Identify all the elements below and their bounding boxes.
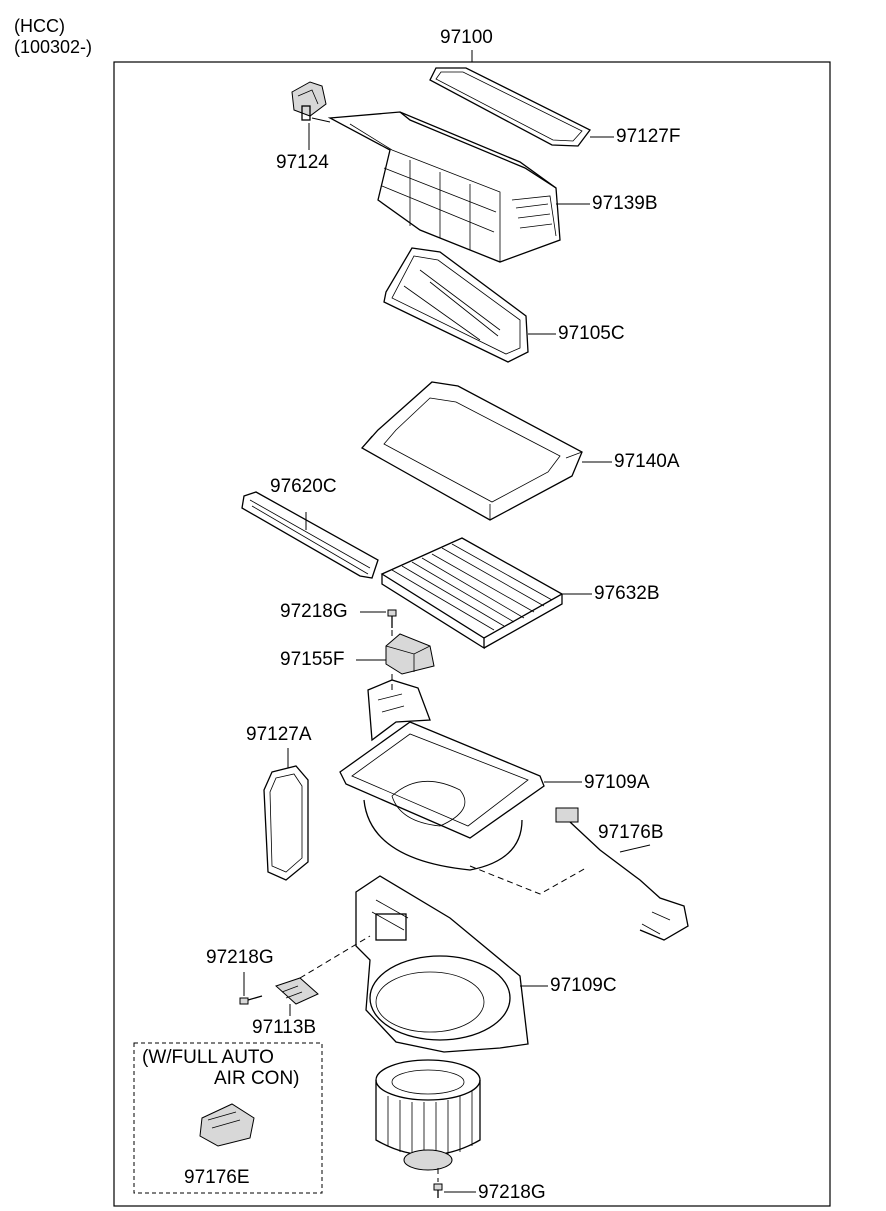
filter-97632b-drawing <box>380 537 592 650</box>
case-97109a-drawing <box>339 679 582 871</box>
actuator-97124-drawing <box>291 81 331 150</box>
note-line-2: AIR CON) <box>214 1068 300 1089</box>
housing-97109c-drawing <box>355 875 548 1053</box>
resistor-97113b-drawing <box>275 935 371 1016</box>
part-label-97632b: 97632B <box>594 583 660 604</box>
gasket-97127f-drawing <box>429 67 591 147</box>
blower-motor-drawing <box>375 1059 481 1171</box>
part-label-97109a: 97109A <box>584 772 650 793</box>
part-label-97218g-bottom: 97218G <box>478 1182 546 1203</box>
part-label-97139b: 97139B <box>592 193 658 214</box>
part-label-97218g-mid: 97218G <box>206 947 274 968</box>
diagram-frame <box>113 61 831 1207</box>
part-label-97140a: 97140A <box>614 451 680 472</box>
part-label-97113b: 97113B <box>252 1017 317 1038</box>
part-label-97127f: 97127F <box>616 126 681 147</box>
module-97176e-drawing <box>199 1103 255 1147</box>
part-label-97109c: 97109C <box>550 975 617 996</box>
filter-frame-97140a-drawing <box>360 381 583 521</box>
cover-strip-97620c-drawing <box>241 491 379 579</box>
harness-97176b-drawing <box>469 807 689 941</box>
part-label-97105c: 97105C <box>558 323 625 344</box>
screw-97218g-top-drawing <box>360 609 397 640</box>
part-label-97124: 97124 <box>276 152 329 173</box>
header-line-1: (HCC) <box>14 16 65 36</box>
part-label-97176b: 97176B <box>598 822 664 843</box>
screw-97218g-bottom-drawing <box>433 1168 476 1198</box>
intake-tray-97105c-drawing <box>383 247 529 363</box>
part-label-97127a: 97127A <box>246 724 312 745</box>
part-label-97155f: 97155F <box>280 649 345 670</box>
part-label-97176e: 97176E <box>184 1167 250 1188</box>
note-line-1: (W/FULL AUTO <box>142 1047 274 1068</box>
part-label-97620c: 97620C <box>270 476 337 497</box>
gasket-97127a-drawing <box>263 748 309 881</box>
assembly-label: 97100 <box>440 27 493 48</box>
note-box-border <box>133 1042 323 1194</box>
actuator-97155f-drawing <box>356 633 435 690</box>
screw-97218g-mid-drawing <box>239 972 263 1005</box>
header-line-2: (100302-) <box>14 37 93 57</box>
part-label-97218g-top: 97218G <box>280 601 348 622</box>
intake-case-drawing <box>327 111 561 263</box>
